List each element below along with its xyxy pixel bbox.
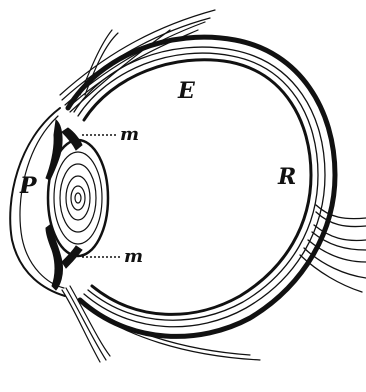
lower-muscle-fibres (62, 286, 260, 362)
label-m-upper: m (120, 124, 139, 145)
lens (48, 140, 108, 256)
label-E: E (177, 78, 196, 104)
label-P: P (19, 173, 38, 199)
optic-nerve (300, 205, 366, 292)
label-m-lower: m (124, 246, 143, 267)
label-R: R (277, 164, 296, 190)
